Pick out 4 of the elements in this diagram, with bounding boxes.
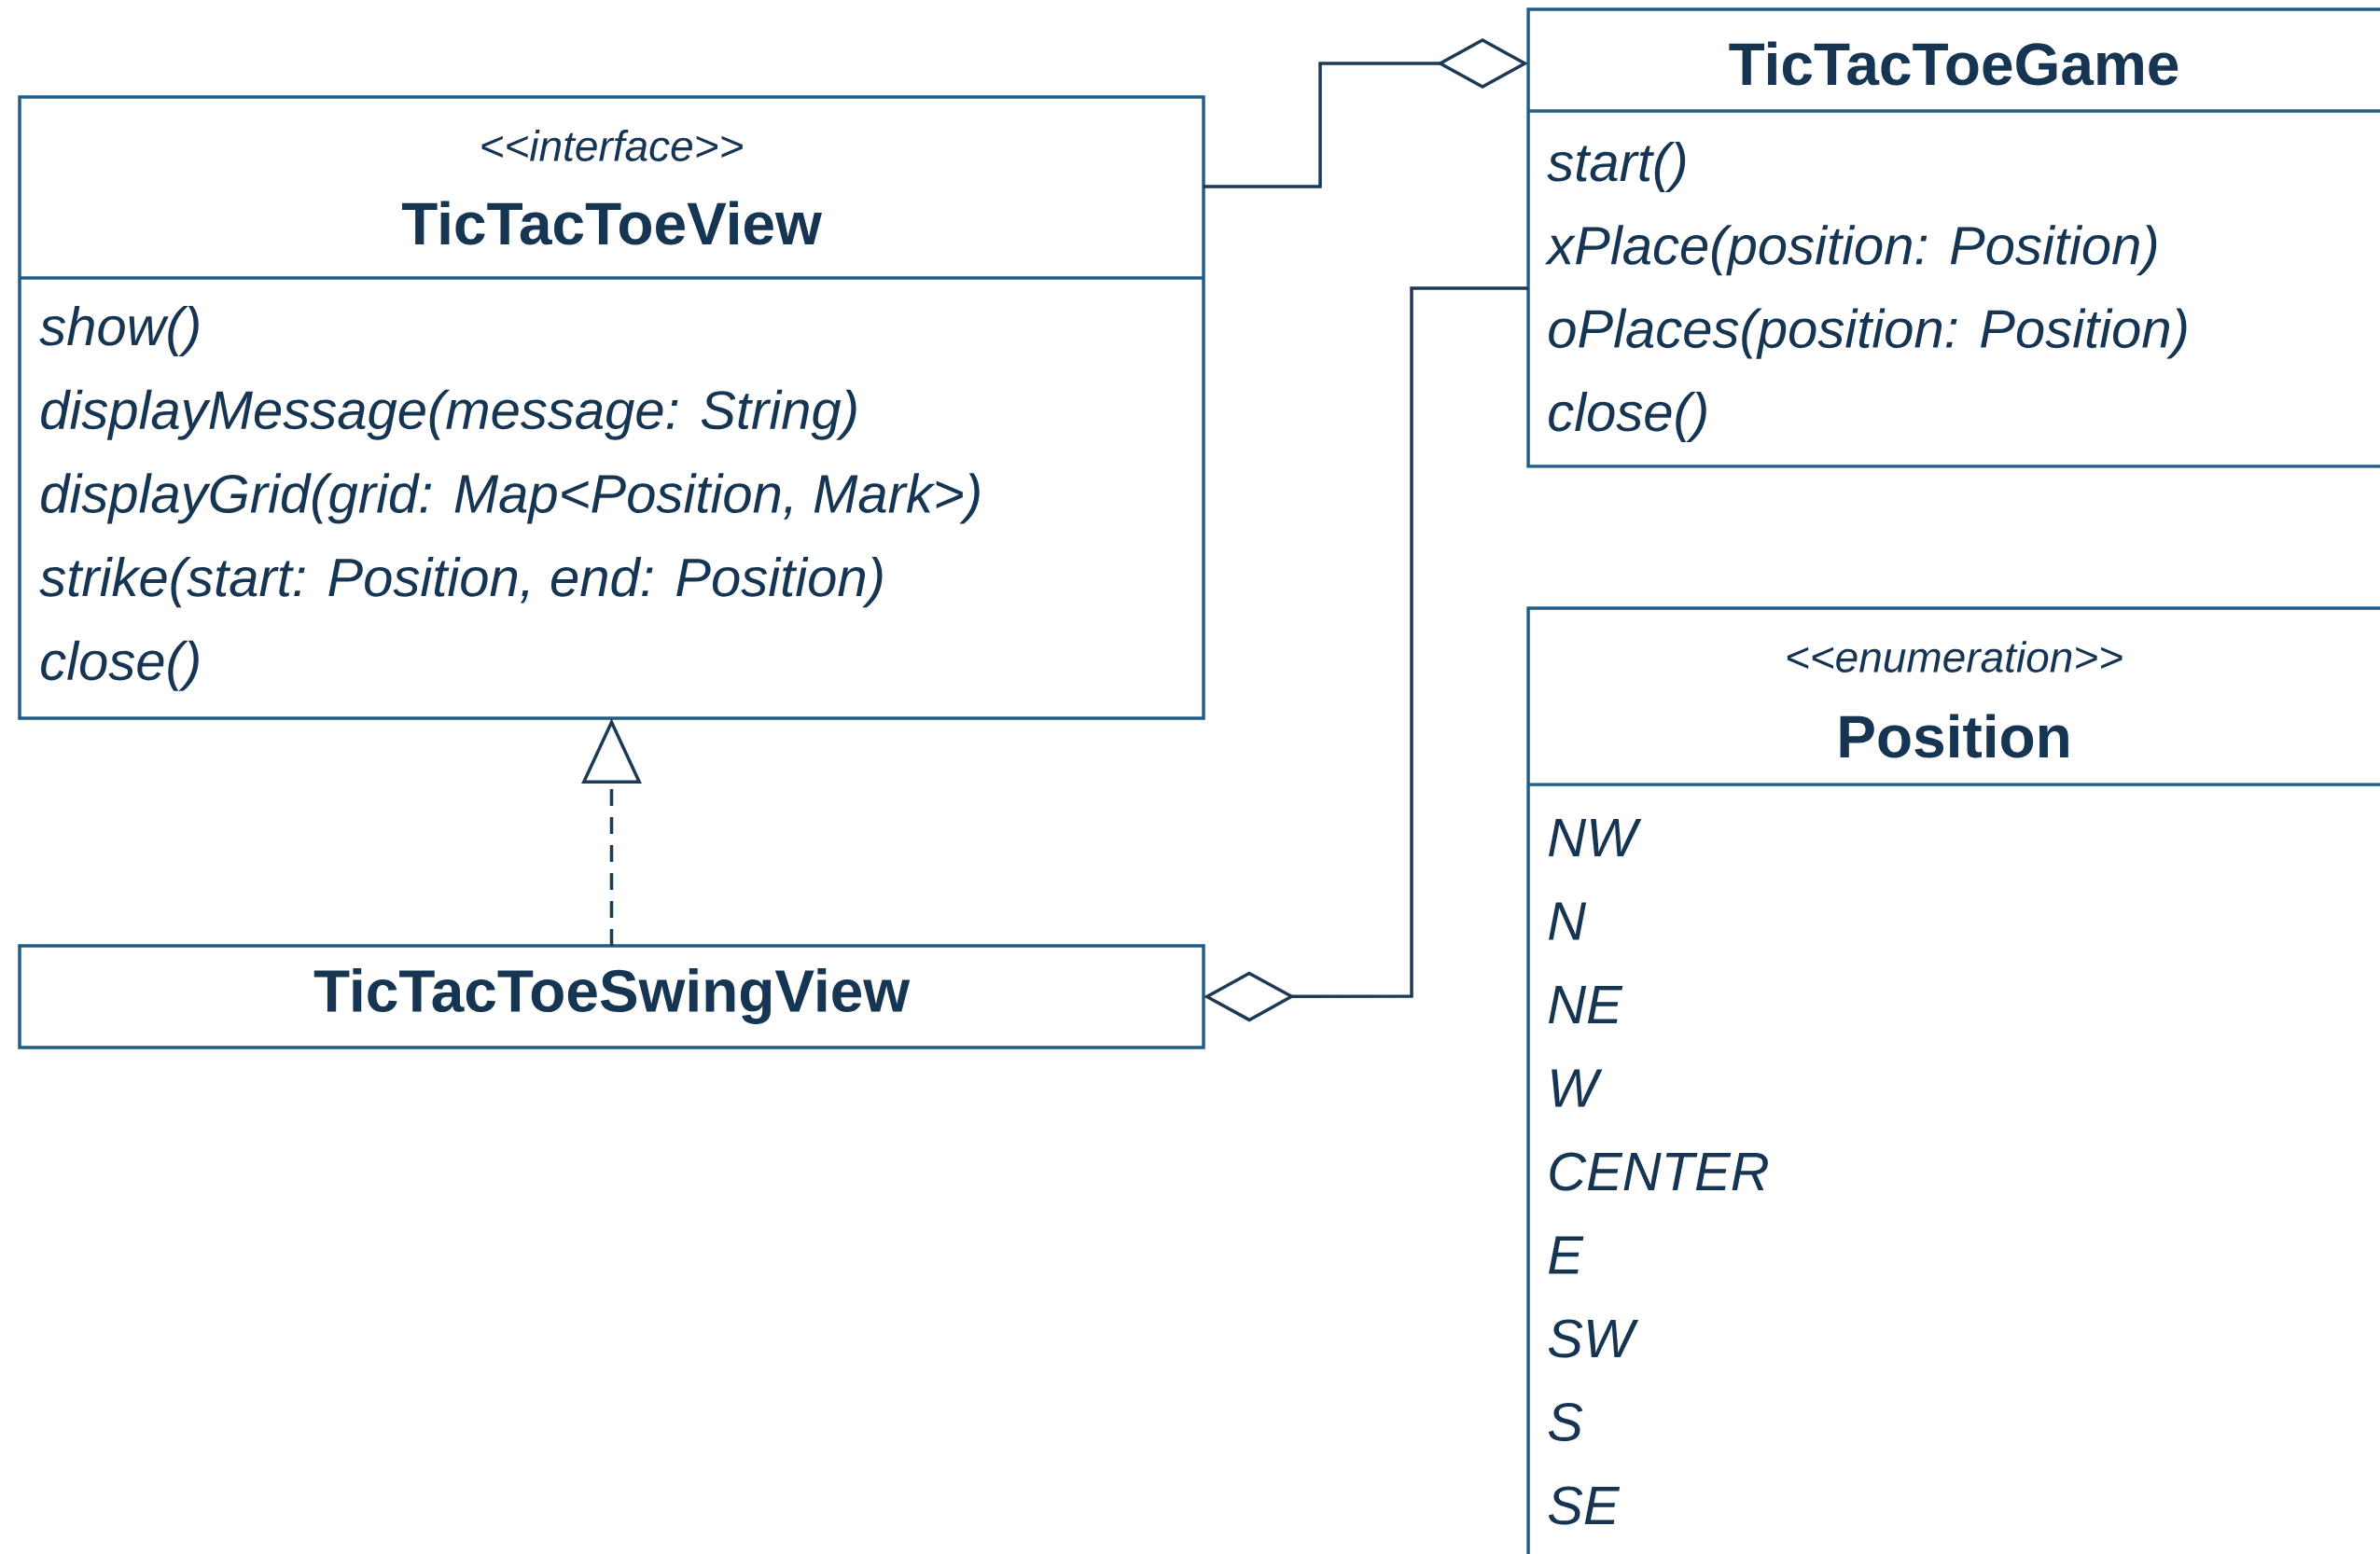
class-box: <<enumeration>> Position NW N NE W CENTER E SW S SE (1526, 606, 2380, 1554)
class-box: TicTacToeSwingView (18, 944, 1205, 1049)
class-box: TicTacToeGame start() xPlace(position: Position) oPlaces(position: Position) close() (1526, 7, 2380, 468)
class-box: <<interface>> TicTacToeView show() displayMessage(message: String) displayGrid(grid: Map<Position, Mark>) strike(start: Position, end: Position) close() (18, 95, 1205, 720)
